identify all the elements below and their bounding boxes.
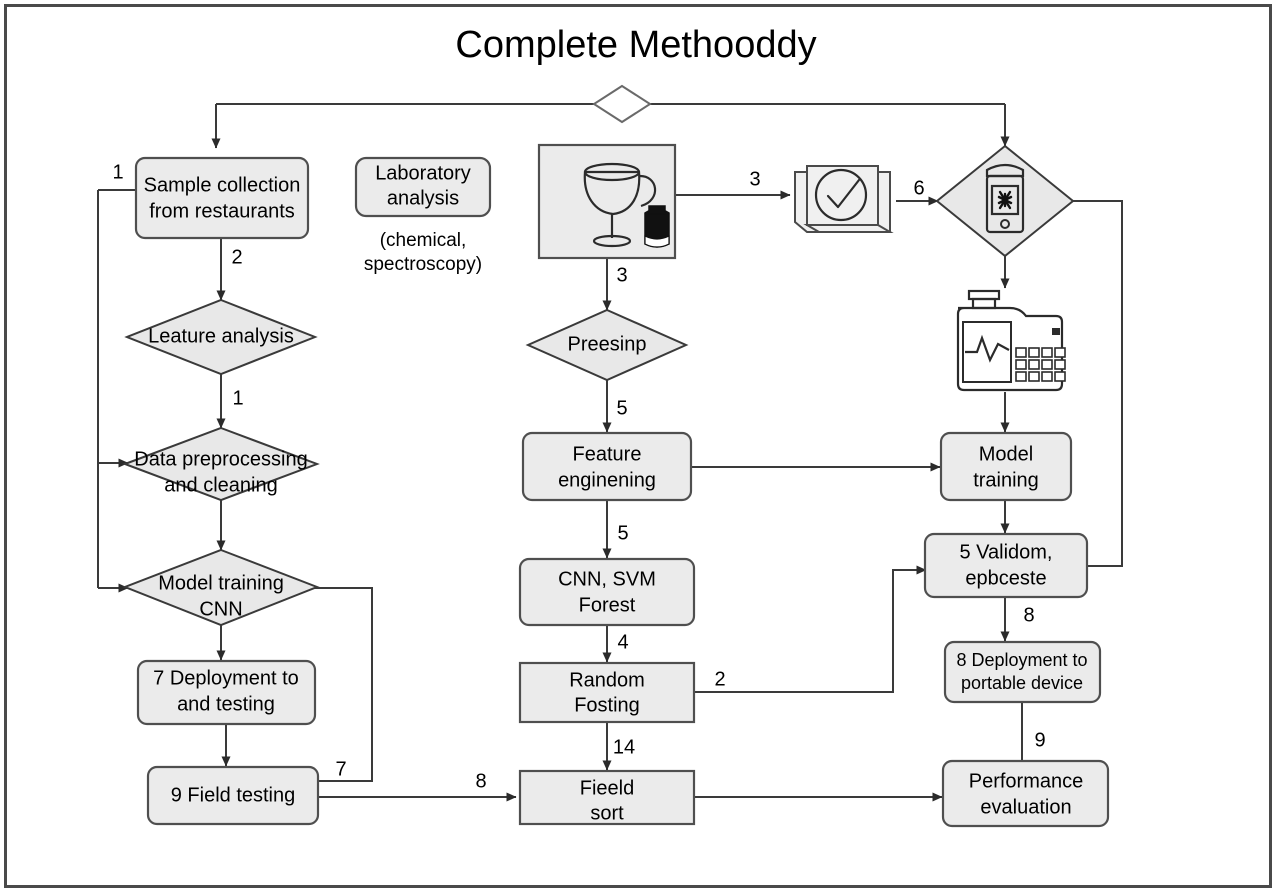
node-leature-analysis[interactable]: Leature analysis (124, 298, 318, 376)
connector-layer (97, 84, 1123, 802)
edge-label-leature-to-prep: 1 (232, 387, 243, 409)
laboratory-caption-line1: (chemical, (380, 230, 467, 251)
edge-label-sample-to-leature: 2 (231, 246, 242, 268)
model-training-cnn-line1: Model training (158, 572, 284, 594)
fieeld-sort-line1: Fieeld (580, 777, 634, 799)
node-random-fosting[interactable]: Random Fosting (518, 661, 696, 724)
node-handheld-device-diamond[interactable] (935, 144, 1075, 258)
node-model-training-cnn[interactable]: Model training CNN (122, 548, 320, 627)
edge-modeltrain-to-fieldtest-loop (314, 587, 373, 782)
sample-collection-line2: from restaurants (149, 200, 295, 222)
node-performance-evaluation[interactable]: Performance evaluation (941, 759, 1110, 828)
handheld-device-icon (985, 163, 1025, 234)
deployment-testing-line1: 7 Deployment to (153, 667, 299, 689)
node-fieeld-sort[interactable]: Fieeld sort (518, 769, 696, 826)
edge-label-left-in: 1 (112, 161, 123, 183)
sample-collection-line1: Sample collection (144, 174, 301, 196)
edge-label-cnn-to-random: 4 (617, 631, 628, 653)
node-field-testing[interactable]: 9 Field testing (146, 765, 320, 826)
edge-label-fieldtest-up: 7 (335, 758, 346, 780)
data-preprocessing-line2: and cleaning (164, 474, 277, 496)
model-training-cnn-line2: CNN (199, 598, 242, 620)
deployment-portable-line2: portable device (961, 673, 1083, 693)
random-fosting-line1: Random (569, 669, 645, 691)
edge-label-deploy-to-perf: 9 (1034, 729, 1045, 751)
edge-label-glass-down: 3 (616, 264, 627, 286)
edge-label-layer: 1 2 1 3 6 3 5 5 4 14 2 7 8 8 9 (112, 161, 1045, 792)
node-sample-collection[interactable]: Sample collection from restaurants (134, 156, 310, 240)
random-fosting-line2: Fosting (574, 694, 640, 716)
node-validom-epbceste[interactable]: 5 Validom, epbceste (923, 532, 1089, 599)
spectrometer-analyzer-icon (956, 289, 1066, 392)
edge-phone-right-rail-to-validom (1072, 200, 1123, 567)
node-preesinp[interactable]: Preesinp (525, 308, 689, 382)
edge-random-to-validom (693, 565, 927, 693)
edge-label-random-to-fieeld: 14 (613, 736, 635, 758)
field-testing-label: 9 Field testing (171, 784, 296, 806)
edge-label-check-to-phone: 6 (913, 177, 924, 199)
node-data-preprocessing[interactable]: Data preprocessing and cleaning (122, 426, 320, 502)
node-model-training[interactable]: Model training (939, 431, 1073, 502)
node-deployment-portable-device[interactable]: 8 Deployment to portable device (943, 640, 1102, 704)
laboratory-analysis-line2: analysis (387, 187, 459, 209)
model-training-line2: training (973, 469, 1039, 491)
cnn-svm-line1: CNN, SVM (558, 568, 656, 590)
performance-eval-line1: Performance (969, 770, 1084, 792)
checked-package-icon (794, 165, 894, 233)
node-feature-engineering[interactable]: Feature enginening (521, 431, 693, 502)
page-title: Complete Methooddy (455, 24, 816, 66)
edge-label-random-right: 2 (714, 668, 725, 690)
leature-analysis-label: Leature analysis (148, 325, 294, 347)
edge-label-glass-to-check: 3 (749, 168, 760, 190)
laboratory-caption-line2: spectroscopy) (364, 254, 482, 275)
data-preprocessing-line1: Data preprocessing (134, 448, 307, 470)
deployment-testing-line2: and testing (177, 693, 275, 715)
edge-label-feature-to-cnn: 5 (617, 522, 628, 544)
glass-bottle-icon (537, 143, 677, 260)
node-laboratory-analysis[interactable]: Laboratory analysis (354, 156, 492, 218)
laboratory-analysis-line1: Laboratory (375, 162, 471, 184)
model-training-line1: Model (979, 443, 1033, 465)
edge-label-fieldtest-to-fieeld: 8 (475, 770, 486, 792)
feature-engineering-line1: Feature (573, 443, 642, 465)
feature-engineering-line2: enginening (558, 469, 656, 491)
performance-eval-line2: evaluation (980, 796, 1071, 818)
validom-line2: epbceste (965, 567, 1046, 589)
edge-label-preesinp-to-feature: 5 (616, 397, 627, 419)
preesinp-label: Preesinp (568, 333, 647, 355)
cnn-svm-line2: Forest (579, 594, 636, 616)
validom-line1: 5 Validom, (959, 541, 1052, 563)
fieeld-sort-line2: sort (590, 802, 624, 824)
deployment-portable-line1: 8 Deployment to (956, 650, 1087, 670)
top-junction-diamond (592, 84, 652, 124)
node-deployment-and-testing[interactable]: 7 Deployment to and testing (136, 659, 317, 726)
node-cnn-svm-forest[interactable]: CNN, SVM Forest (518, 557, 696, 627)
edge-label-validom-to-deploy: 8 (1023, 604, 1034, 626)
